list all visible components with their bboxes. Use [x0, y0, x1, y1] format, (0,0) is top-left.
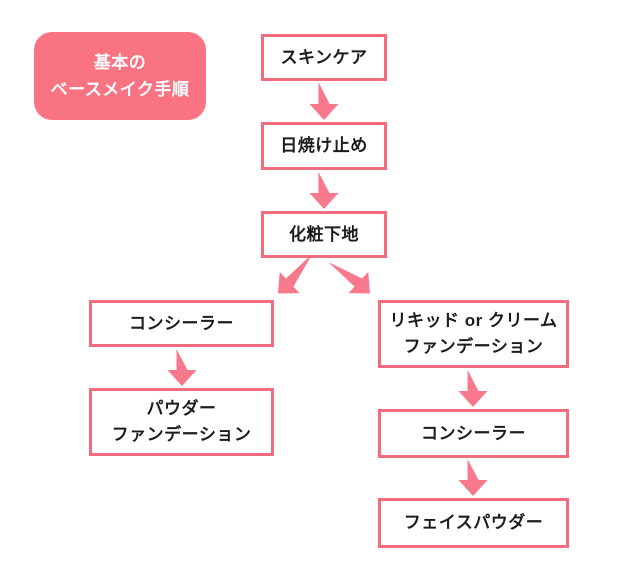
- node-powder-foundation: パウダー ファンデーション: [89, 388, 274, 456]
- node-concealer-left-label: コンシーラー: [129, 313, 234, 333]
- arrow-concealer-to-powder: [167, 349, 197, 386]
- node-concealer-right-label: コンシーラー: [421, 423, 526, 443]
- title-badge-line2: ベースメイク手順: [50, 80, 190, 99]
- arrow-sunscreen-to-base: [309, 172, 339, 209]
- node-liquid-foundation-line1: リキッド or クリーム: [389, 311, 558, 330]
- node-concealer-left: コンシーラー: [89, 300, 274, 347]
- node-skincare: スキンケア: [261, 34, 387, 81]
- node-makeup-base-label: 化粧下地: [289, 224, 359, 244]
- arrow-base-to-right-branch: [328, 262, 371, 294]
- title-badge-line1: 基本の: [93, 53, 147, 72]
- node-liquid-foundation-line2: ファンデーション: [403, 337, 544, 356]
- node-powder-foundation-line1: パウダー: [146, 399, 217, 418]
- node-skincare-label: スキンケア: [280, 47, 368, 67]
- title-badge: 基本の ベースメイク手順: [34, 32, 206, 120]
- arrow-skincare-to-sunscreen: [309, 82, 339, 120]
- node-face-powder: フェイスパウダー: [378, 498, 569, 548]
- arrow-concealer-to-facepowder: [458, 459, 488, 496]
- node-liquid-foundation: リキッド or クリーム ファンデーション: [378, 300, 569, 368]
- arrow-liquid-to-concealer: [458, 370, 488, 407]
- arrow-base-to-left-branch: [277, 253, 313, 294]
- node-makeup-base: 化粧下地: [261, 211, 387, 258]
- node-sunscreen-label: 日焼け止め: [280, 136, 368, 155]
- node-concealer-right: コンシーラー: [378, 409, 569, 458]
- node-sunscreen: 日焼け止め: [261, 122, 387, 170]
- node-face-powder-label: フェイスパウダー: [403, 513, 544, 532]
- node-powder-foundation-line2: ファンデーション: [111, 425, 252, 444]
